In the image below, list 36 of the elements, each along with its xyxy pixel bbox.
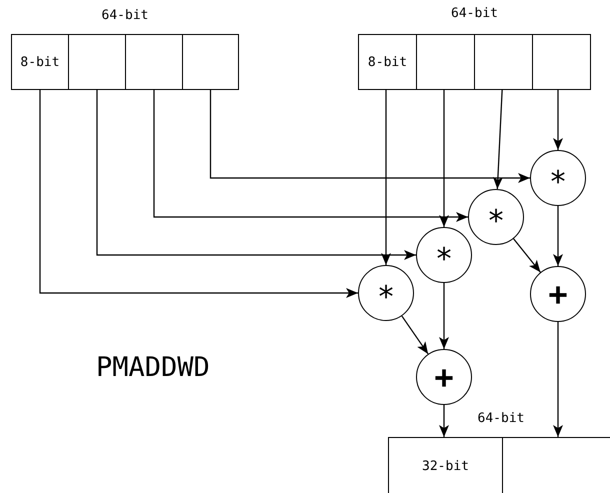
cell-width-label: 8-bit (368, 54, 408, 70)
cell-width-label: 32-bit (422, 458, 469, 474)
arrow (96, 90, 416, 260)
register-cell (125, 34, 183, 90)
arrow (153, 90, 468, 222)
register-cell (388, 437, 503, 493)
register-cell (532, 34, 591, 90)
arrow (553, 90, 563, 150)
arrow (553, 322, 563, 437)
operator-symbol: * (486, 203, 506, 237)
register-cell (358, 34, 417, 90)
register-width-label: 64-bit (476, 411, 526, 426)
operator-symbol: + (548, 278, 568, 310)
arrow (439, 90, 449, 227)
register-cell (416, 34, 475, 90)
arrow (39, 90, 358, 298)
arrow (492, 90, 503, 190)
operator-symbol: * (376, 279, 396, 313)
operator-symbol: * (434, 241, 454, 275)
register-cell (11, 34, 69, 90)
register-cell (68, 34, 126, 90)
register-width-label: 64-bit (100, 8, 150, 23)
arrow (401, 316, 429, 354)
arrow (439, 405, 449, 437)
register-cell (182, 34, 239, 90)
arrow (210, 90, 530, 183)
instruction-name: PMADDWD (96, 352, 210, 383)
arrow (381, 90, 391, 265)
arrow (513, 238, 541, 273)
register-width-label: 64-bit (450, 6, 499, 21)
cell-width-label: 8-bit (20, 54, 60, 70)
arrow (553, 206, 563, 266)
operator-symbol: * (548, 164, 568, 198)
arrow (439, 283, 449, 349)
register-cell (474, 34, 533, 90)
operator-symbol: + (434, 361, 454, 393)
